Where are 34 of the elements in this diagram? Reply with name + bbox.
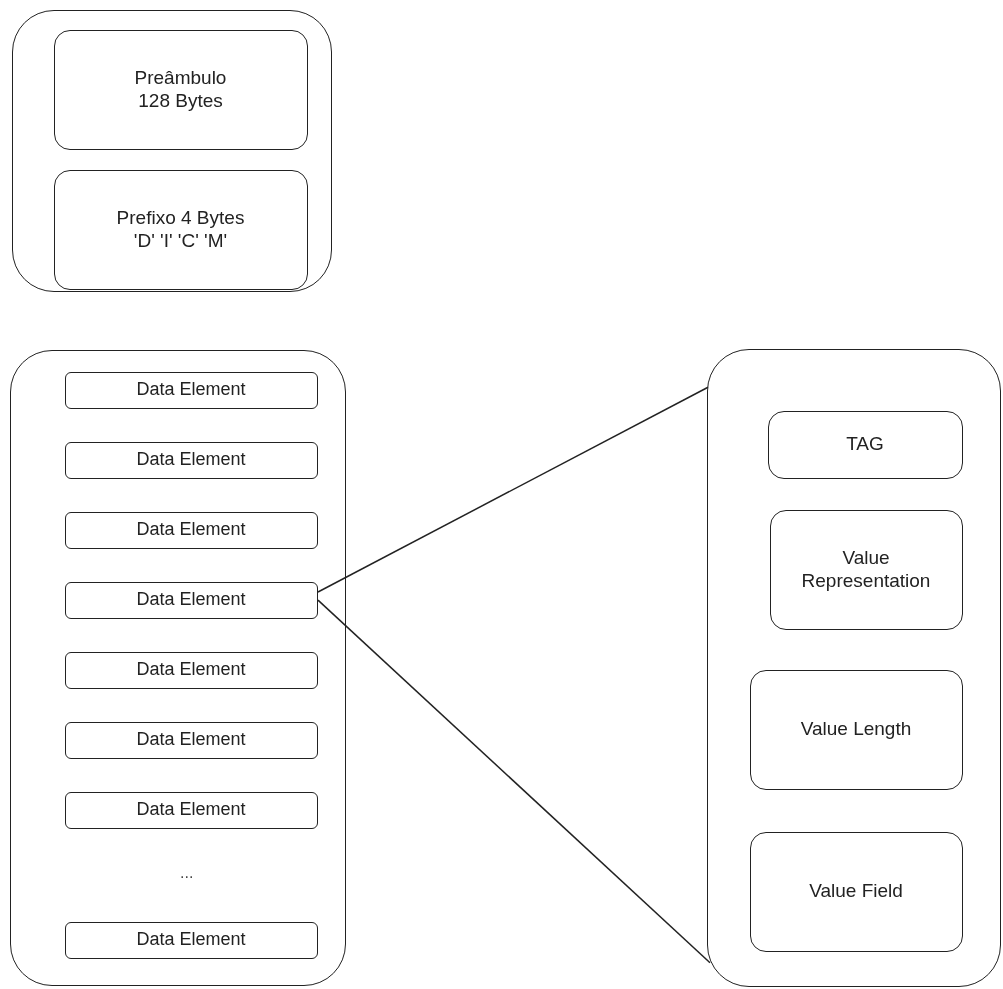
connector-line (317, 386, 709, 593)
field-box (767, 410, 963, 479)
field-text: Value Field (809, 880, 903, 903)
field-text: Data Element (136, 659, 246, 681)
container-box (12, 10, 332, 292)
data-element-box (64, 921, 318, 959)
field-box (53, 169, 308, 290)
field-text: Value Length (800, 718, 912, 741)
data-element-box (64, 791, 318, 829)
data-element-box (64, 371, 318, 409)
field-text: Data Element (136, 589, 246, 611)
connector-line (317, 599, 711, 964)
field-text: Data Element (136, 929, 246, 951)
field-text: Preâmbulo 128 Bytes (133, 66, 228, 113)
field-text: Data Element (136, 379, 246, 401)
field-text: Data Element (136, 729, 246, 751)
data-element-box (64, 511, 318, 549)
data-element-box (64, 651, 318, 689)
data-element-box (64, 581, 318, 619)
ellipsis-text: ... (180, 864, 194, 882)
field-text: Value Representation (800, 546, 932, 593)
field-text: Prefixo 4 Bytes 'D' 'I' 'C' 'M' (115, 206, 246, 253)
field-box (769, 509, 963, 630)
container-box (707, 349, 1001, 987)
field-box (749, 831, 963, 952)
field-text: TAG (846, 433, 884, 456)
data-element-box (64, 441, 318, 479)
field-box (53, 29, 308, 150)
field-text: Data Element (136, 519, 246, 541)
field-box (749, 669, 963, 790)
container-box (10, 350, 346, 986)
field-text: Data Element (136, 449, 246, 471)
field-text: Data Element (136, 799, 246, 821)
data-element-box (64, 721, 318, 759)
